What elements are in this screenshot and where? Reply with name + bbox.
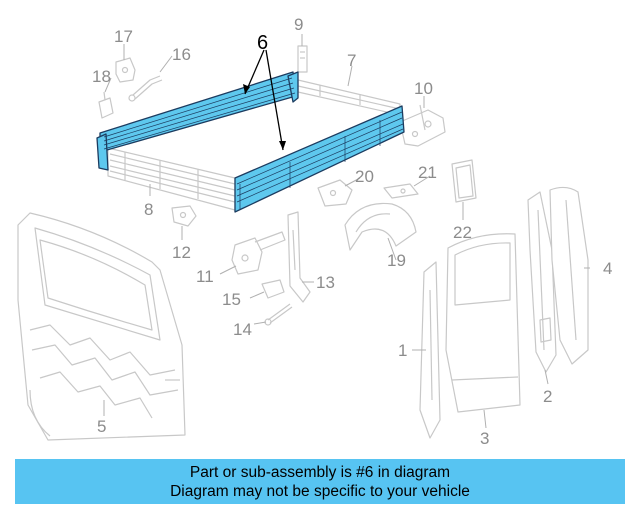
- part-8-left-bed-side: [107, 147, 236, 211]
- callout-18[interactable]: 18: [92, 67, 111, 86]
- part-12-bracket: [171, 205, 197, 227]
- part-19-wheelhouse: [344, 202, 417, 251]
- callout-20[interactable]: 20: [355, 167, 374, 186]
- part-13-bracket: [287, 211, 311, 303]
- callout-3[interactable]: 3: [480, 429, 489, 448]
- callout-9[interactable]: 9: [294, 15, 303, 34]
- part-22-filler: [451, 159, 477, 203]
- callout-numbers: 6 17 16 18 9 7 10 8 12 11 13 15 14 20 19…: [92, 15, 612, 448]
- leader-lines: [103, 34, 590, 429]
- callout-17[interactable]: 17: [114, 27, 133, 46]
- part-20-bracket: [317, 179, 353, 207]
- callout-19[interactable]: 19: [387, 251, 406, 270]
- part-16-rod: [128, 75, 163, 102]
- part-2-pillar: [527, 191, 557, 373]
- part-9-post: [297, 45, 308, 73]
- callout-13[interactable]: 13: [316, 273, 335, 292]
- callout-15[interactable]: 15: [222, 290, 241, 309]
- part-7-right-bed-side: [297, 79, 401, 116]
- callout-2[interactable]: 2: [543, 387, 552, 406]
- part-14-bolt: [264, 303, 293, 326]
- part-4-pillar: [549, 186, 589, 365]
- callout-5[interactable]: 5: [97, 417, 106, 436]
- banner-line-1: Part or sub-assembly is #6 in diagram: [189, 463, 451, 481]
- callout-21[interactable]: 21: [418, 163, 437, 182]
- part-21-plate: [383, 183, 419, 199]
- part-3-door: [445, 233, 521, 413]
- part-6-stripes: [103, 77, 404, 210]
- part-10-hinge: [399, 104, 446, 147]
- callout-16[interactable]: 16: [172, 45, 191, 64]
- info-banner: Part or sub-assembly is #6 in diagram Di…: [15, 459, 625, 504]
- callout-1[interactable]: 1: [398, 341, 407, 360]
- callout-8[interactable]: 8: [144, 200, 153, 219]
- callout-11[interactable]: 11: [196, 267, 214, 286]
- parts-diagram: 6 17 16 18 9 7 10 8 12 11 13 15 14 20 19…: [17, 15, 612, 448]
- part-17-bracket: [115, 57, 136, 83]
- part-11-latch: [231, 231, 286, 275]
- part-18-clip: [98, 91, 114, 119]
- callout-4[interactable]: 4: [603, 259, 612, 278]
- callout-22[interactable]: 22: [453, 223, 472, 242]
- callout-14[interactable]: 14: [233, 320, 252, 339]
- part-15-block: [261, 279, 285, 299]
- callout-7[interactable]: 7: [347, 51, 356, 70]
- callout-6[interactable]: 6: [257, 32, 268, 54]
- callout-10[interactable]: 10: [414, 79, 433, 98]
- part-5-rear-panel: [17, 212, 186, 441]
- banner-line-2: Diagram may not be specific to your vehi…: [170, 482, 470, 500]
- part-6-side-rail-set[interactable]: [96, 71, 405, 213]
- callout-12[interactable]: 12: [172, 243, 191, 262]
- part-1-pillar: [419, 261, 441, 439]
